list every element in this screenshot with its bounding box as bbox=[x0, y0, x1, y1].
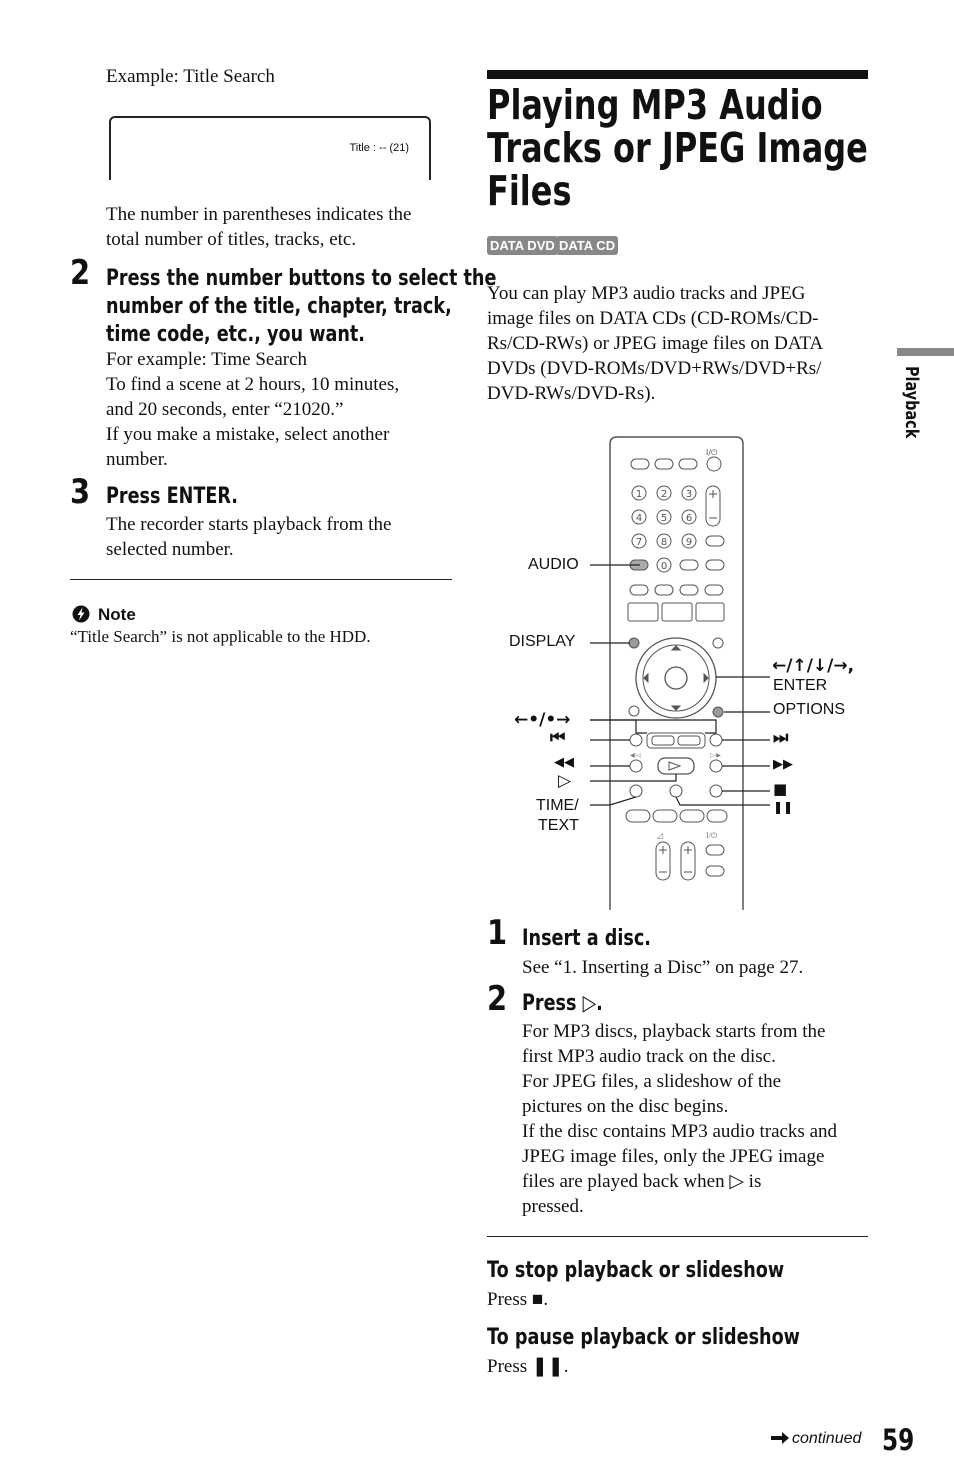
rewind-label: ◀◀ bbox=[554, 755, 574, 770]
svg-text:8: 8 bbox=[661, 537, 667, 548]
step-number: 3 bbox=[70, 472, 91, 512]
body-line: image files on DATA CDs (CD-ROMs/CD- bbox=[487, 308, 819, 329]
section-divider bbox=[487, 1236, 868, 1237]
svg-text:2: 2 bbox=[661, 489, 667, 500]
svg-text:7: 7 bbox=[636, 537, 642, 548]
svg-text:I/⏻: I/⏻ bbox=[706, 448, 718, 457]
arrow-buttons-label: ←/↑/↓/→, bbox=[772, 656, 855, 676]
svg-text:4: 4 bbox=[636, 513, 642, 524]
svg-text:▷/▶: ▷/▶ bbox=[710, 753, 721, 759]
display-label: DISPLAY bbox=[509, 633, 576, 650]
step-heading: Press ENTER. bbox=[106, 484, 238, 509]
body-line: pictures on the disc begins. bbox=[522, 1096, 729, 1117]
step-body: For MP3 discs, playback starts from the … bbox=[522, 1019, 837, 1219]
svg-text:◀/◁: ◀/◁ bbox=[630, 753, 641, 759]
step-heading: Insert a disc. bbox=[522, 926, 651, 951]
paren-note-line: The number in parentheses indicates the bbox=[106, 204, 412, 225]
replay-advance-label: ←•/•→ bbox=[514, 710, 571, 730]
paren-note: The number in parentheses indicates the … bbox=[106, 202, 411, 252]
note-icon bbox=[72, 605, 90, 623]
section-divider bbox=[70, 579, 452, 580]
step-heading-line: number of the title, chapter, track, bbox=[106, 294, 452, 319]
svg-text:6: 6 bbox=[686, 513, 692, 524]
fast-forward-label: ▶▶ bbox=[773, 757, 793, 772]
audio-label: AUDIO bbox=[528, 556, 579, 573]
side-tab-label: Playback bbox=[901, 366, 922, 439]
stop-label: ■ bbox=[773, 780, 788, 798]
svg-text:9: 9 bbox=[686, 537, 692, 548]
pause-text: Press ❚❚. bbox=[487, 1356, 569, 1377]
enter-label: ENTER bbox=[773, 677, 828, 694]
svg-text:I/⏻: I/⏻ bbox=[706, 831, 718, 840]
svg-text:0: 0 bbox=[661, 561, 667, 572]
page-title: Playing MP3 Audio Tracks or JPEG Image F… bbox=[487, 84, 868, 213]
svg-text:◿: ◿ bbox=[657, 831, 664, 840]
body-line: For MP3 discs, playback starts from the bbox=[522, 1021, 826, 1042]
body-line: selected number. bbox=[106, 539, 234, 560]
data-cd-badge: DATA CD bbox=[556, 236, 619, 255]
osd-display-box: Title : -- (21) bbox=[109, 116, 431, 180]
body-line: DVDs (DVD-ROMs/DVD+RWs/DVD+Rs/ bbox=[487, 358, 822, 379]
step-heading: Press the number buttons to select the n… bbox=[106, 265, 496, 349]
body-line: first MP3 audio track on the disc. bbox=[522, 1046, 776, 1067]
options-label: OPTIONS bbox=[773, 701, 846, 718]
step-heading-line: Press the number buttons to select the bbox=[106, 266, 497, 291]
step-number: 2 bbox=[70, 253, 91, 293]
play-label: ▷ bbox=[558, 771, 572, 791]
body-line: pressed. bbox=[522, 1196, 584, 1217]
next-label: ⏭ bbox=[773, 728, 789, 748]
svg-text:3: 3 bbox=[686, 489, 692, 500]
stop-text: Press ■. bbox=[487, 1289, 549, 1310]
body-line: JPEG image files, only the JPEG image bbox=[522, 1146, 825, 1167]
body-line: If you make a mistake, select another bbox=[106, 424, 390, 445]
step-body: The recorder starts playback from the se… bbox=[106, 512, 391, 562]
note-title: Note bbox=[98, 605, 136, 624]
note-text: “Title Search” is not applicable to the … bbox=[70, 627, 371, 646]
remote-control-illustration: I/⏻ 1 2 3 4 5 6 7 8 9 0 bbox=[590, 436, 770, 910]
title-line: Playing MP3 Audio bbox=[487, 81, 823, 129]
body-line: To find a scene at 2 hours, 10 minutes, bbox=[106, 374, 400, 395]
body-line: For JPEG files, a slideshow of the bbox=[522, 1071, 782, 1092]
intro-paragraph: You can play MP3 audio tracks and JPEG i… bbox=[487, 281, 823, 406]
body-line: You can play MP3 audio tracks and JPEG bbox=[487, 283, 806, 304]
step-body: For example: Time Search To find a scene… bbox=[106, 347, 399, 472]
pause-heading: To pause playback or slideshow bbox=[487, 1325, 800, 1350]
paren-note-line: total number of titles, tracks, etc. bbox=[106, 229, 357, 250]
prev-label: ⏮ bbox=[550, 728, 566, 748]
body-line: files are played back when ▷ is bbox=[522, 1171, 762, 1192]
body-line: If the disc contains MP3 audio tracks an… bbox=[522, 1121, 838, 1142]
body-line: DVD-RWs/DVD-Rs). bbox=[487, 383, 656, 404]
side-tab: Playback bbox=[900, 366, 924, 456]
body-line: number. bbox=[106, 449, 168, 470]
body-line: and 20 seconds, enter “21020.” bbox=[106, 399, 344, 420]
step-heading-line: time code, etc., you want. bbox=[106, 322, 365, 347]
step-body: See “1. Inserting a Disc” on page 27. bbox=[522, 957, 804, 978]
step-heading: Press ▷. bbox=[522, 991, 603, 1016]
example-label: Example: Title Search bbox=[106, 66, 275, 87]
continued-arrow-icon bbox=[770, 1430, 790, 1446]
pause-label: ❚❚ bbox=[773, 800, 794, 814]
osd-title-text: Title : -- (21) bbox=[349, 142, 410, 154]
title-line: Tracks or JPEG Image bbox=[487, 124, 868, 172]
page-number: 59 bbox=[882, 1423, 915, 1457]
title-rule bbox=[487, 70, 868, 79]
svg-text:1: 1 bbox=[636, 489, 642, 500]
svg-text:5: 5 bbox=[661, 513, 667, 524]
side-tab-bar bbox=[897, 348, 954, 356]
stop-heading: To stop playback or slideshow bbox=[487, 1258, 785, 1283]
data-dvd-badge: DATA DVD bbox=[487, 236, 558, 255]
text-label: TEXT bbox=[538, 817, 579, 834]
title-line: Files bbox=[487, 167, 572, 215]
continued-label: continued bbox=[792, 1430, 862, 1447]
body-line: For example: Time Search bbox=[106, 349, 308, 370]
step-number: 1 bbox=[487, 913, 508, 953]
time-label: TIME/ bbox=[536, 797, 579, 814]
step-number: 2 bbox=[487, 979, 508, 1019]
body-line: Rs/CD-RWs) or JPEG image files on DATA bbox=[487, 333, 824, 354]
body-line: The recorder starts playback from the bbox=[106, 514, 392, 535]
